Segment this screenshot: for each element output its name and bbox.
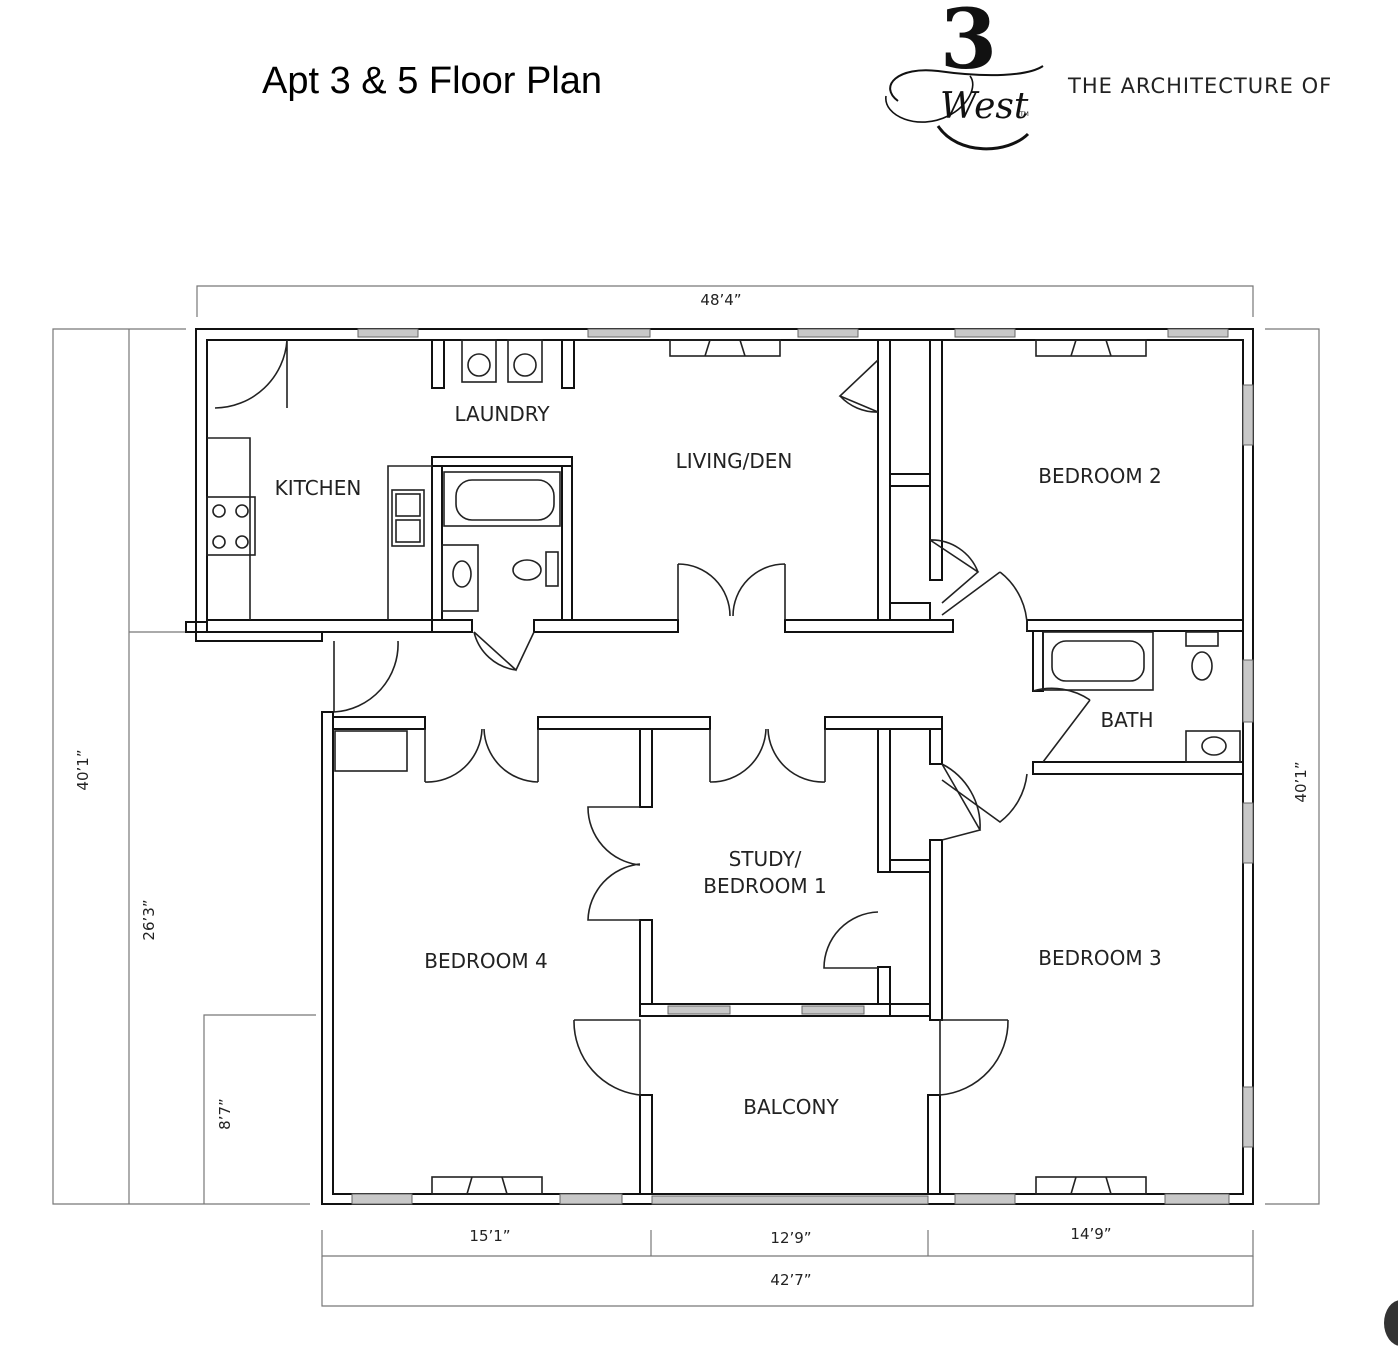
study-label-line2: BEDROOM 1 <box>703 874 826 898</box>
dim-bottom-left: 15’1” <box>469 1227 510 1245</box>
bedroom-3-label: BEDROOM 3 <box>1038 946 1161 970</box>
dim-left-total: 40’1” <box>74 749 92 790</box>
bedroom-2-label: BEDROOM 2 <box>1038 464 1161 488</box>
dimension-lines <box>52 285 1320 1307</box>
laundry-label: LAUNDRY <box>454 402 550 426</box>
dim-bottom-total: 42’7” <box>770 1271 811 1289</box>
logo-trademark: TM <box>1019 111 1029 118</box>
bath-label: BATH <box>1100 708 1153 732</box>
bedroom-4-label: BEDROOM 4 <box>424 949 547 973</box>
living-den-label: LIVING/DEN <box>676 449 793 473</box>
fixtures <box>206 339 1241 772</box>
windows <box>351 328 1254 1205</box>
dim-left-small: 8’7” <box>216 1098 234 1130</box>
logo-word: West <box>940 86 1029 127</box>
brand-tagline: THE ARCHITECTURE OF <box>1068 74 1333 98</box>
room-labels: LAUNDRY KITCHEN LIVING/DEN BEDROOM 2 BAT… <box>275 402 1162 1119</box>
outer-walls <box>185 328 1254 1205</box>
balcony-label: BALCONY <box>743 1095 839 1119</box>
dimension-labels: 48’4” 40’1” 26’3” 8’7” 40’1” 15’1” 12’9”… <box>74 291 1310 1289</box>
corner-button[interactable] <box>1384 1300 1398 1346</box>
page-title: Apt 3 & 5 Floor Plan <box>262 60 603 102</box>
study-label-line1: STUDY/ <box>729 847 802 871</box>
dim-bottom-mid: 12’9” <box>770 1229 811 1247</box>
kitchen-label: KITCHEN <box>275 476 362 500</box>
brand-logo: 3 West TM <box>885 6 1044 151</box>
dim-top-width: 48’4” <box>700 291 741 309</box>
dim-left-mid: 26’3” <box>140 899 158 940</box>
dim-bottom-right: 14’9” <box>1070 1225 1111 1243</box>
doors <box>214 339 1091 1096</box>
radiators <box>431 339 1147 1195</box>
dim-right-total: 40’1” <box>1292 761 1310 802</box>
